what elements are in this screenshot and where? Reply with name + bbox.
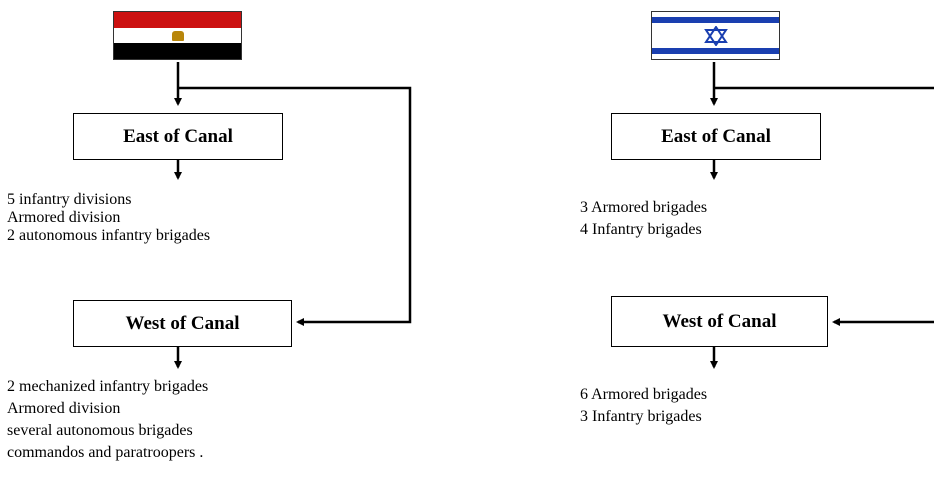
list-item: commandos and paratroopers . — [7, 444, 204, 461]
list-item: 2 mechanized infantry brigades — [7, 378, 209, 395]
left-east-units-list: 5 infantry divisions Armored division 2 … — [7, 191, 210, 245]
list-item: several autonomous brigades — [7, 422, 193, 439]
israel-flag-icon — [651, 11, 780, 60]
left-west-units-list: 2 mechanized infantry brigades Armored d… — [7, 376, 208, 464]
right-east-units-list: 3 Armored brigades 4 Infantry brigades — [580, 197, 707, 241]
list-item: Armored division — [7, 400, 121, 417]
list-item: 3 Armored brigades — [580, 199, 708, 216]
right-west-units-list: 6 Armored brigades 3 Infantry brigades — [580, 384, 707, 428]
list-item: Armored division — [7, 209, 121, 226]
right-west-of-canal-box: West of Canal — [611, 296, 828, 347]
list-item: 4 Infantry brigades — [580, 221, 702, 238]
left-east-of-canal-box: East of Canal — [73, 113, 283, 160]
left-west-of-canal-box: West of Canal — [73, 300, 292, 347]
star-of-david-icon — [704, 26, 728, 46]
list-item: 6 Armored brigades — [580, 386, 708, 403]
right-east-of-canal-box: East of Canal — [611, 113, 821, 160]
list-item: 2 autonomous infantry brigades — [7, 227, 211, 244]
list-item: 3 Infantry brigades — [580, 408, 702, 425]
left-loop-arrow — [178, 86, 412, 326]
egypt-flag-icon — [113, 11, 242, 60]
eagle-emblem-icon — [172, 30, 184, 41]
list-item: 5 infantry divisions — [7, 191, 132, 208]
